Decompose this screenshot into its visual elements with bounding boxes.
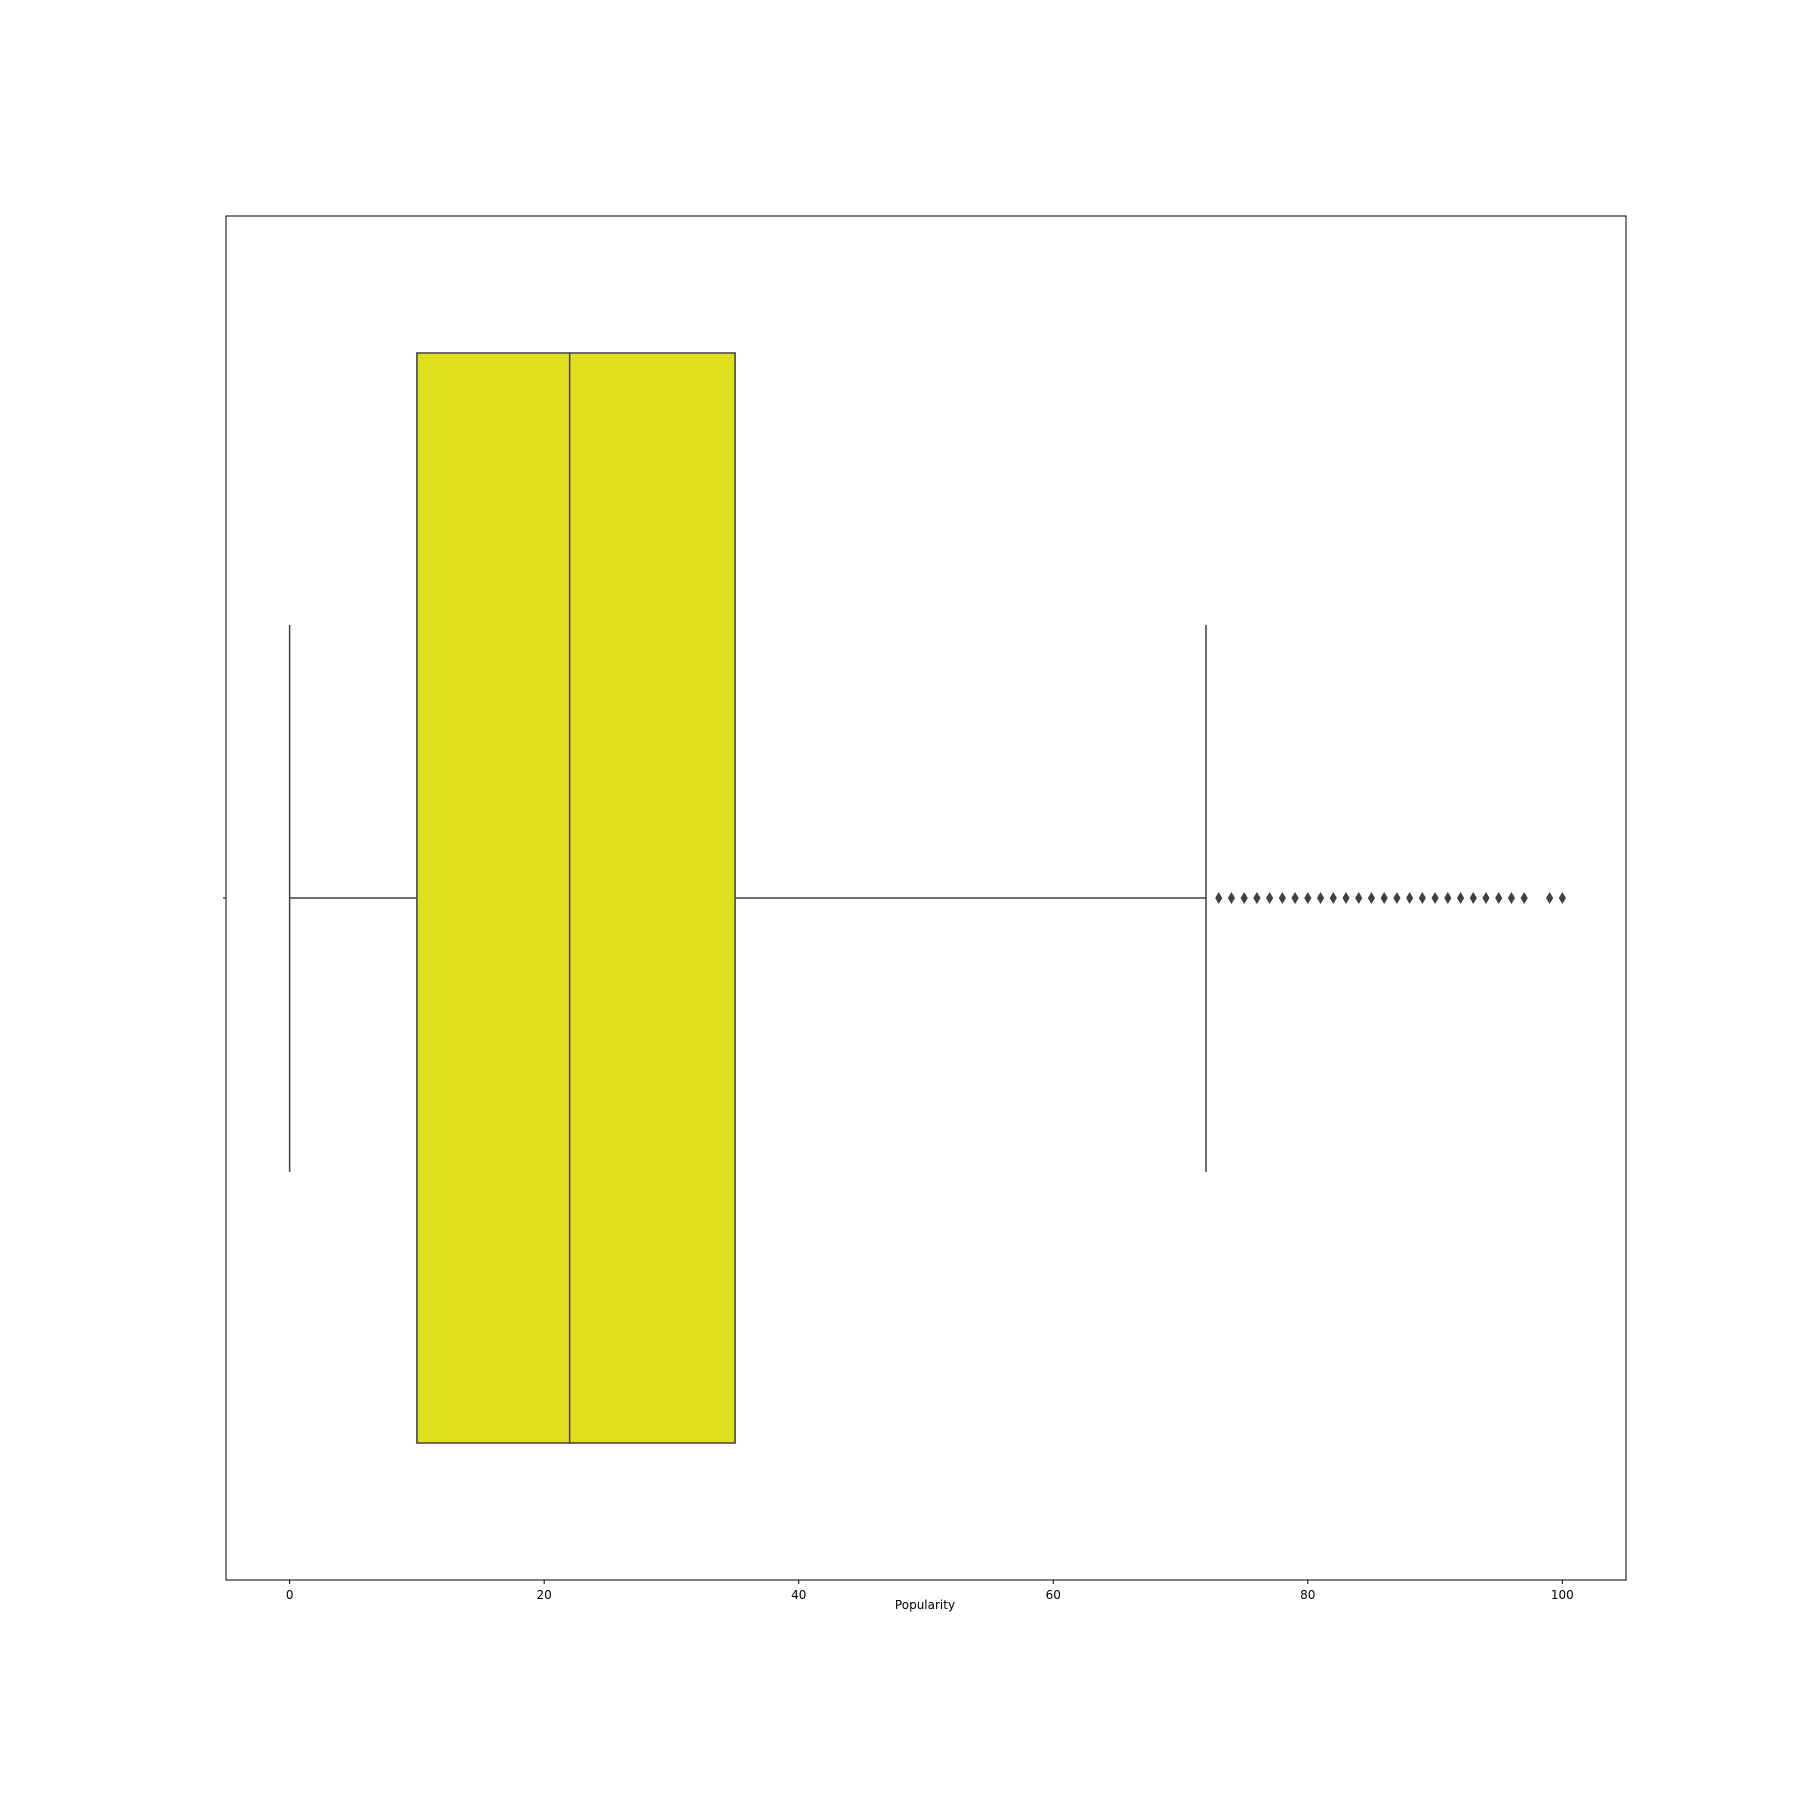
outlier-point (1227, 892, 1236, 904)
outlier-point (1304, 892, 1312, 904)
x-tick-label: 80 (1300, 1588, 1315, 1602)
outlier-point (1558, 892, 1566, 904)
x-tick-label: 0 (286, 1588, 294, 1602)
outlier-point (1380, 892, 1388, 904)
outlier-point (1469, 892, 1477, 904)
x-tick-label: 60 (1046, 1588, 1061, 1602)
outlier-point (1278, 892, 1286, 904)
x-tick-label: 40 (791, 1588, 806, 1602)
box-group (223, 352, 1207, 1444)
outlier-point (1316, 892, 1325, 904)
x-axis-label: Popularity (895, 1598, 955, 1612)
outlier-point (1215, 892, 1223, 904)
outlier-point (1240, 892, 1248, 904)
x-tick-label: 20 (537, 1588, 552, 1602)
outlier-point (1253, 892, 1261, 904)
outlier-point (1482, 892, 1490, 904)
outlier-point (1342, 892, 1350, 904)
outlier-point (1431, 892, 1439, 904)
x-axis: 0 20 40 60 80 100 (286, 1580, 1574, 1602)
outlier-point (1456, 892, 1465, 904)
outlier-point (1495, 892, 1503, 904)
outlier-point (1393, 892, 1401, 904)
outlier-point (1406, 892, 1414, 904)
outlier-point (1418, 892, 1426, 904)
outlier-point (1367, 892, 1376, 904)
outlier-point (1355, 892, 1363, 904)
outlier-point (1444, 892, 1452, 904)
outlier-point (1291, 892, 1299, 904)
x-tick-label: 100 (1551, 1588, 1574, 1602)
outlier-point (1546, 892, 1554, 904)
iqr-box (416, 352, 736, 1444)
outlier-group (1215, 892, 1566, 904)
outlier-point (1520, 892, 1528, 904)
outlier-point (1266, 892, 1274, 904)
outlier-point (1329, 892, 1337, 904)
outlier-point (1507, 892, 1516, 904)
